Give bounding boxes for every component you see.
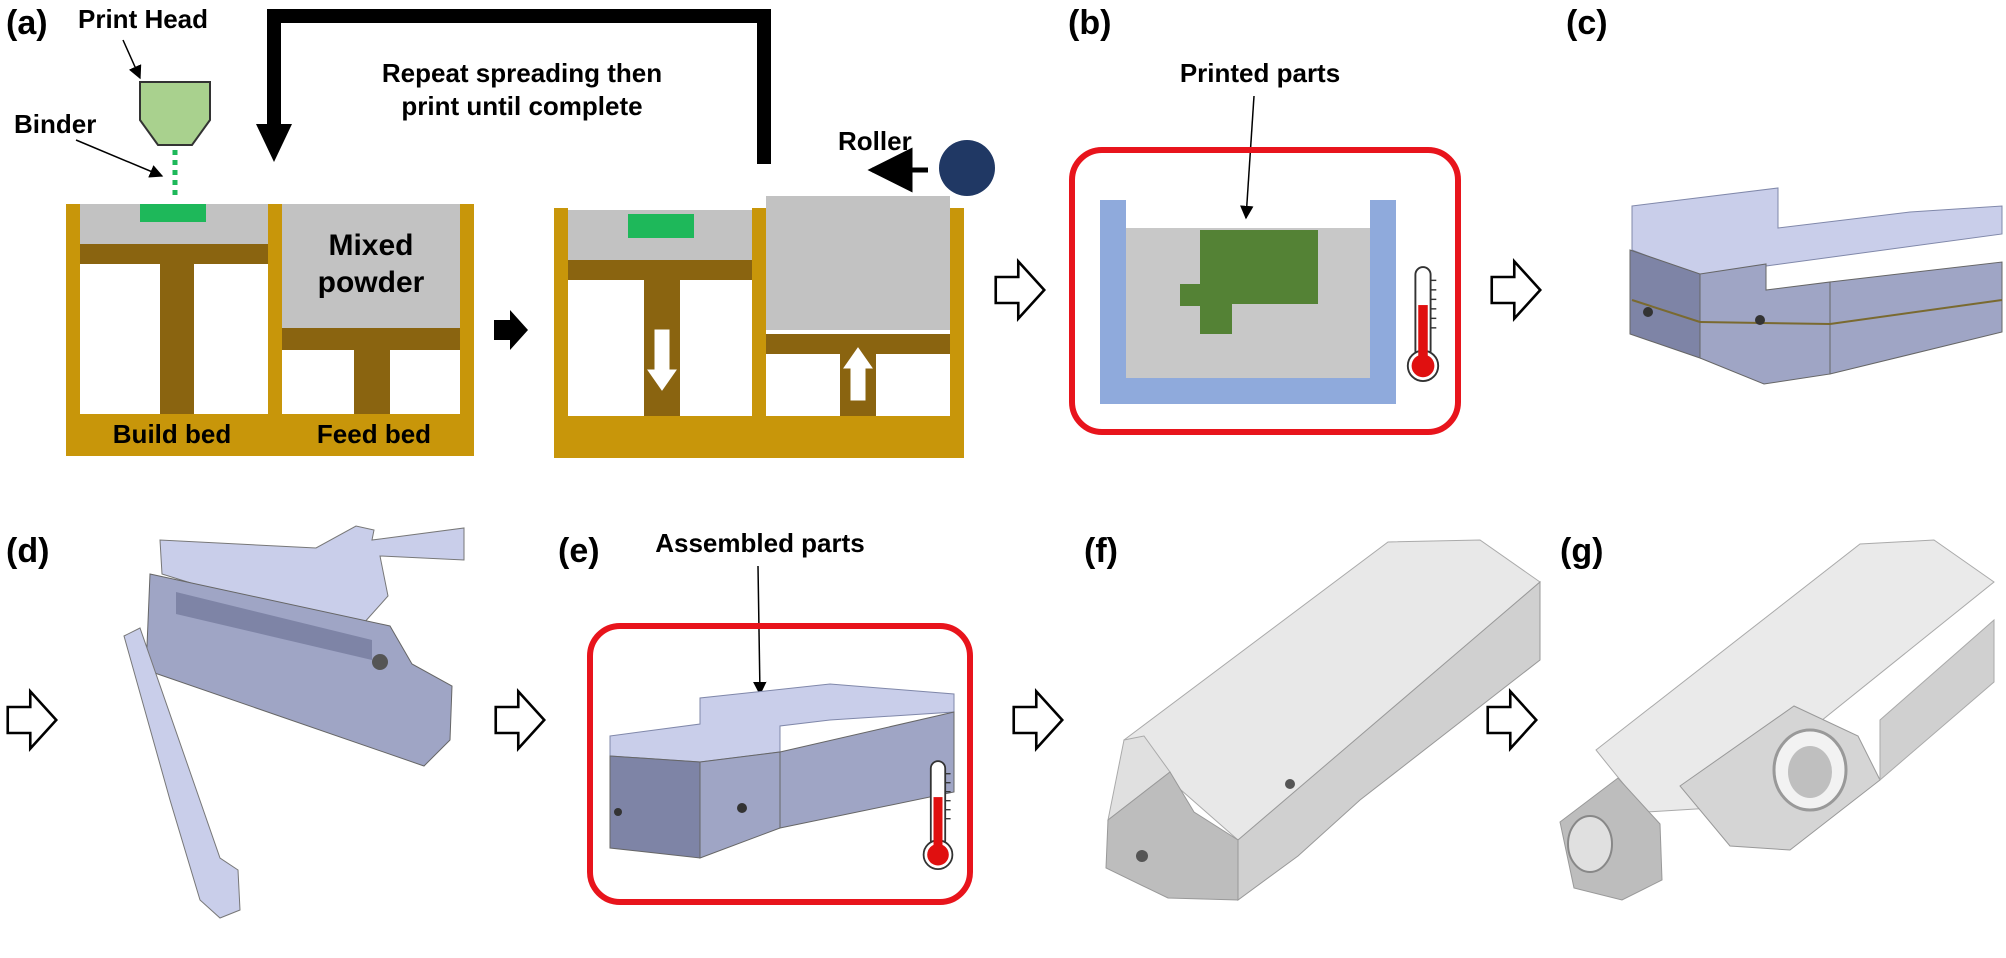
- print-head-label: Print Head: [78, 4, 208, 34]
- printed-part: [1180, 230, 1318, 334]
- repeat-label-1: Repeat spreading then: [382, 58, 662, 88]
- printed-parts-pointer: [1240, 95, 1255, 220]
- mixed-powder-label-1: Mixed: [328, 229, 413, 262]
- thermometer-icon: [1406, 265, 1440, 383]
- assembled-parts-label: Assembled parts: [655, 528, 865, 558]
- outline-arrow-icon: [1490, 260, 1542, 320]
- panel-label-e: (e): [558, 532, 600, 570]
- roller-label: Roller: [838, 126, 912, 156]
- assembled-parts-pointer: [753, 565, 767, 696]
- binder-layer: [140, 204, 206, 222]
- build-bed-label: Build bed: [113, 419, 231, 449]
- binder-pointer: [75, 139, 164, 178]
- solid-arrow-icon: [494, 310, 528, 350]
- build-feed-bed: [66, 204, 474, 456]
- spreading-bed: [554, 196, 964, 458]
- outline-arrow-icon: [1012, 690, 1064, 750]
- print-head: [139, 81, 211, 146]
- binder-label: Binder: [14, 109, 96, 139]
- feed-bed-label: Feed bed: [317, 419, 431, 449]
- roller: [939, 140, 995, 196]
- machined-part-3d: [1559, 539, 1995, 901]
- repeat-loop-arrowhead: [256, 124, 292, 162]
- repeat-loop-line: [267, 9, 771, 164]
- outline-arrow-icon: [1486, 690, 1538, 750]
- outline-arrow-icon: [994, 260, 1046, 320]
- printed-parts-label: Printed parts: [1180, 58, 1340, 88]
- sintered-part-3d-f: [1105, 539, 1541, 901]
- panel-label-d: (d): [6, 532, 49, 570]
- exploded-parts-3d: [123, 525, 465, 919]
- panel-label-b: (b): [1068, 4, 1111, 42]
- panel-label-c: (c): [1566, 4, 1608, 42]
- repeat-label-2: print until complete: [401, 91, 642, 121]
- mixed-powder-label-2: powder: [318, 266, 425, 299]
- outline-arrow-icon: [494, 690, 546, 750]
- assembled-part-3d: [609, 683, 955, 859]
- print-head-pointer: [122, 39, 142, 80]
- crucible: [1100, 200, 1396, 404]
- outline-arrow-icon: [6, 690, 58, 750]
- panel-label-f: (f): [1084, 532, 1118, 570]
- panel-label-g: (g): [1560, 532, 1603, 570]
- panel-label-a: (a): [6, 4, 48, 42]
- furnace-frame-2: [587, 623, 973, 905]
- sintered-part-3d: [1629, 187, 2003, 385]
- furnace-frame: [1069, 147, 1461, 435]
